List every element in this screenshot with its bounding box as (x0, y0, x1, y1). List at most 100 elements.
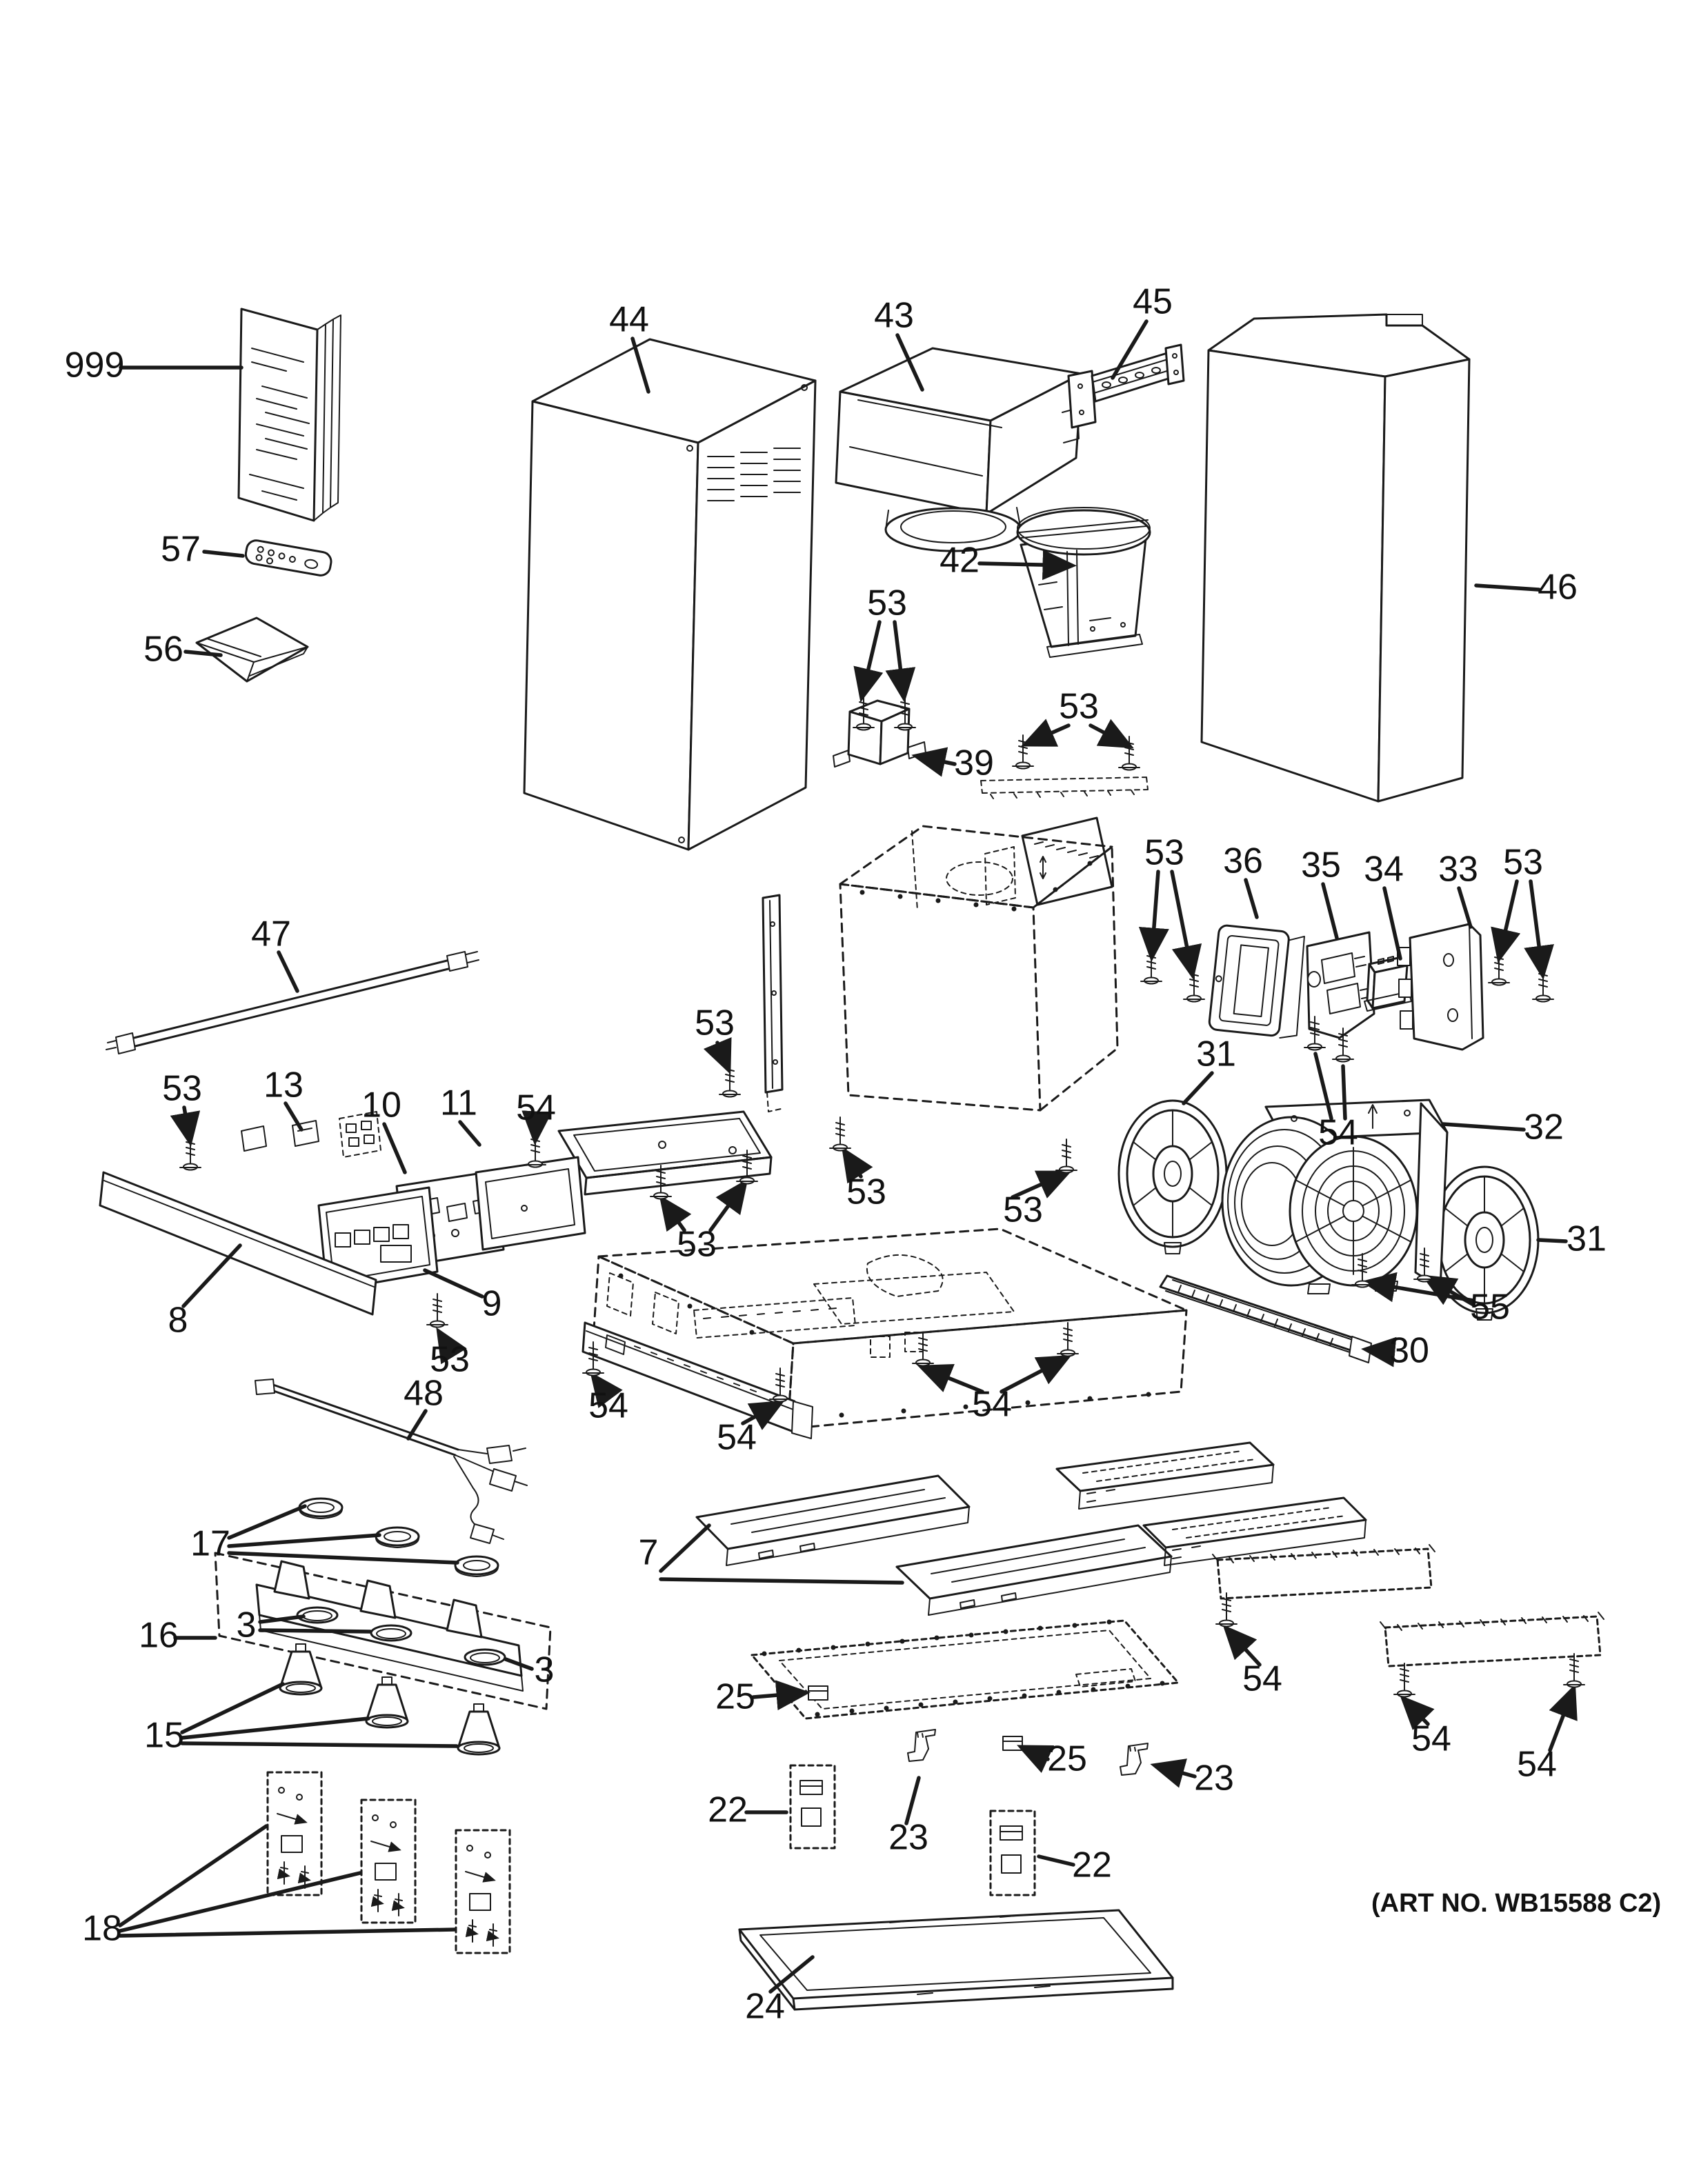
part-36-cover-plate (1208, 924, 1305, 1039)
callout-15-25: 15 (144, 1716, 184, 1756)
callout-31-36: 31 (1567, 1219, 1607, 1259)
leader-line-59 (590, 1372, 623, 1408)
callout-53-10: 53 (1059, 687, 1099, 727)
callout-42-6: 42 (940, 541, 980, 581)
callout-43-4: 43 (874, 296, 914, 336)
leader-line-49 (1441, 1122, 1526, 1132)
leader-line-53 (1361, 1336, 1397, 1367)
leader-line-19 (181, 1243, 242, 1308)
part-44-duct-cover (523, 338, 817, 851)
leader-line-37 (659, 1577, 904, 1585)
callout-53-13: 53 (162, 1069, 202, 1109)
leader-line-6 (977, 550, 1077, 581)
callout-46-7: 46 (1538, 568, 1578, 608)
leader-line-5 (1111, 319, 1149, 380)
leader-line-34 (118, 1871, 362, 1933)
callout-16-22: 16 (139, 1616, 179, 1656)
callout-47-11: 47 (251, 914, 291, 954)
leader-line-44 (1491, 879, 1521, 963)
callout-53-32: 53 (1503, 843, 1543, 883)
callout-54-55: 54 (1411, 1719, 1451, 1759)
callout-32-35: 32 (1524, 1108, 1564, 1148)
leader-line-16 (382, 1122, 407, 1174)
part-8-trim-panel (99, 1171, 377, 1316)
leader-line-10 (911, 747, 957, 777)
callout-56-2: 56 (143, 630, 183, 670)
screw-8 (1183, 968, 1205, 1003)
part-57-remote (244, 539, 332, 577)
screw-2 (1012, 734, 1034, 770)
callout-53-40: 53 (1003, 1190, 1043, 1230)
leader-line-39 (1321, 882, 1339, 940)
part-47-light-tube (106, 951, 479, 1054)
leader-line-13 (277, 950, 299, 993)
callout-25-50: 25 (1047, 1739, 1087, 1779)
part-hood-canopy (839, 825, 1119, 1112)
part-35-switch-assembly (1306, 931, 1375, 1039)
callout-30-38: 30 (1389, 1331, 1429, 1371)
part-13-sensor-bits (241, 1111, 381, 1158)
leader-line-69 (768, 1955, 815, 1994)
leader-line-61 (917, 1364, 984, 1394)
screw-25 (1393, 1663, 1415, 1698)
leader-line-52 (1421, 1274, 1475, 1307)
vent-slots (707, 448, 801, 501)
leader-line-31 (180, 1716, 370, 1740)
callout-31-34: 31 (1196, 1034, 1236, 1074)
callout-9-18: 9 (482, 1284, 502, 1324)
callout-7-46: 7 (639, 1533, 659, 1573)
leader-line-65 (904, 1776, 921, 1825)
leader-line-9 (885, 620, 916, 703)
leader-line-62 (1000, 1354, 1072, 1394)
screw-23 (1057, 1322, 1079, 1357)
part-bottom-perforated-panel (750, 1619, 1180, 1720)
leader-line-11 (1020, 719, 1071, 747)
leader-line-36 (659, 1523, 711, 1573)
part-18-hardware-kits (268, 1772, 510, 1953)
callout-18-26: 18 (82, 1909, 122, 1949)
leader-line-48 (1182, 1071, 1214, 1105)
part-42-transition (1016, 507, 1151, 658)
leader-line-58 (703, 1037, 732, 1075)
leader-line-56 (659, 1195, 692, 1232)
part-56-envelope (195, 617, 309, 683)
leader-line-23 (227, 1504, 307, 1540)
callout-34-29: 34 (1364, 850, 1404, 890)
callout-53-8: 53 (867, 583, 907, 623)
callout-54-54: 54 (1242, 1659, 1282, 1699)
leader-line-72 (1548, 1683, 1578, 1752)
leader-line-33 (118, 1824, 268, 1927)
screw-15 (829, 1116, 851, 1152)
callout-22-48: 22 (708, 1790, 748, 1830)
callout-39-9: 39 (954, 743, 994, 783)
leader-lines (118, 319, 1578, 1994)
callout-23-52: 23 (1194, 1759, 1234, 1799)
part-45-bracket (1067, 343, 1185, 429)
leader-line-68 (1150, 1759, 1197, 1788)
screw-6 (426, 1293, 448, 1328)
callout-8-17: 8 (168, 1301, 188, 1341)
leader-line-43 (1170, 870, 1202, 980)
callout-54-16: 54 (516, 1088, 556, 1128)
screw-26 (1563, 1653, 1585, 1688)
part-24-bottom-panel (738, 1909, 1174, 2011)
leader-line-25 (227, 1551, 459, 1565)
callout-54-33: 54 (1318, 1113, 1358, 1153)
leader-line-22 (406, 1409, 428, 1441)
callout-53-39: 53 (846, 1172, 886, 1212)
leader-line-71 (1400, 1695, 1435, 1730)
leader-line-45 (1524, 879, 1554, 980)
leader-line-29 (504, 1657, 534, 1671)
leader-line-7 (1474, 583, 1541, 592)
part-43-plenum (835, 347, 1083, 552)
part-side-trays (1055, 1441, 1367, 1566)
callout-3-24: 3 (535, 1650, 555, 1690)
part-side-panels-dashed (1212, 1544, 1604, 1667)
part-48-wire-harness (255, 1379, 528, 1544)
part-7-filters (695, 1474, 1173, 1616)
leader-line-66 (1016, 1745, 1055, 1774)
screw-16 (1055, 1139, 1077, 1174)
callout-33-30: 33 (1438, 850, 1478, 890)
callout-22-51: 22 (1072, 1845, 1112, 1885)
